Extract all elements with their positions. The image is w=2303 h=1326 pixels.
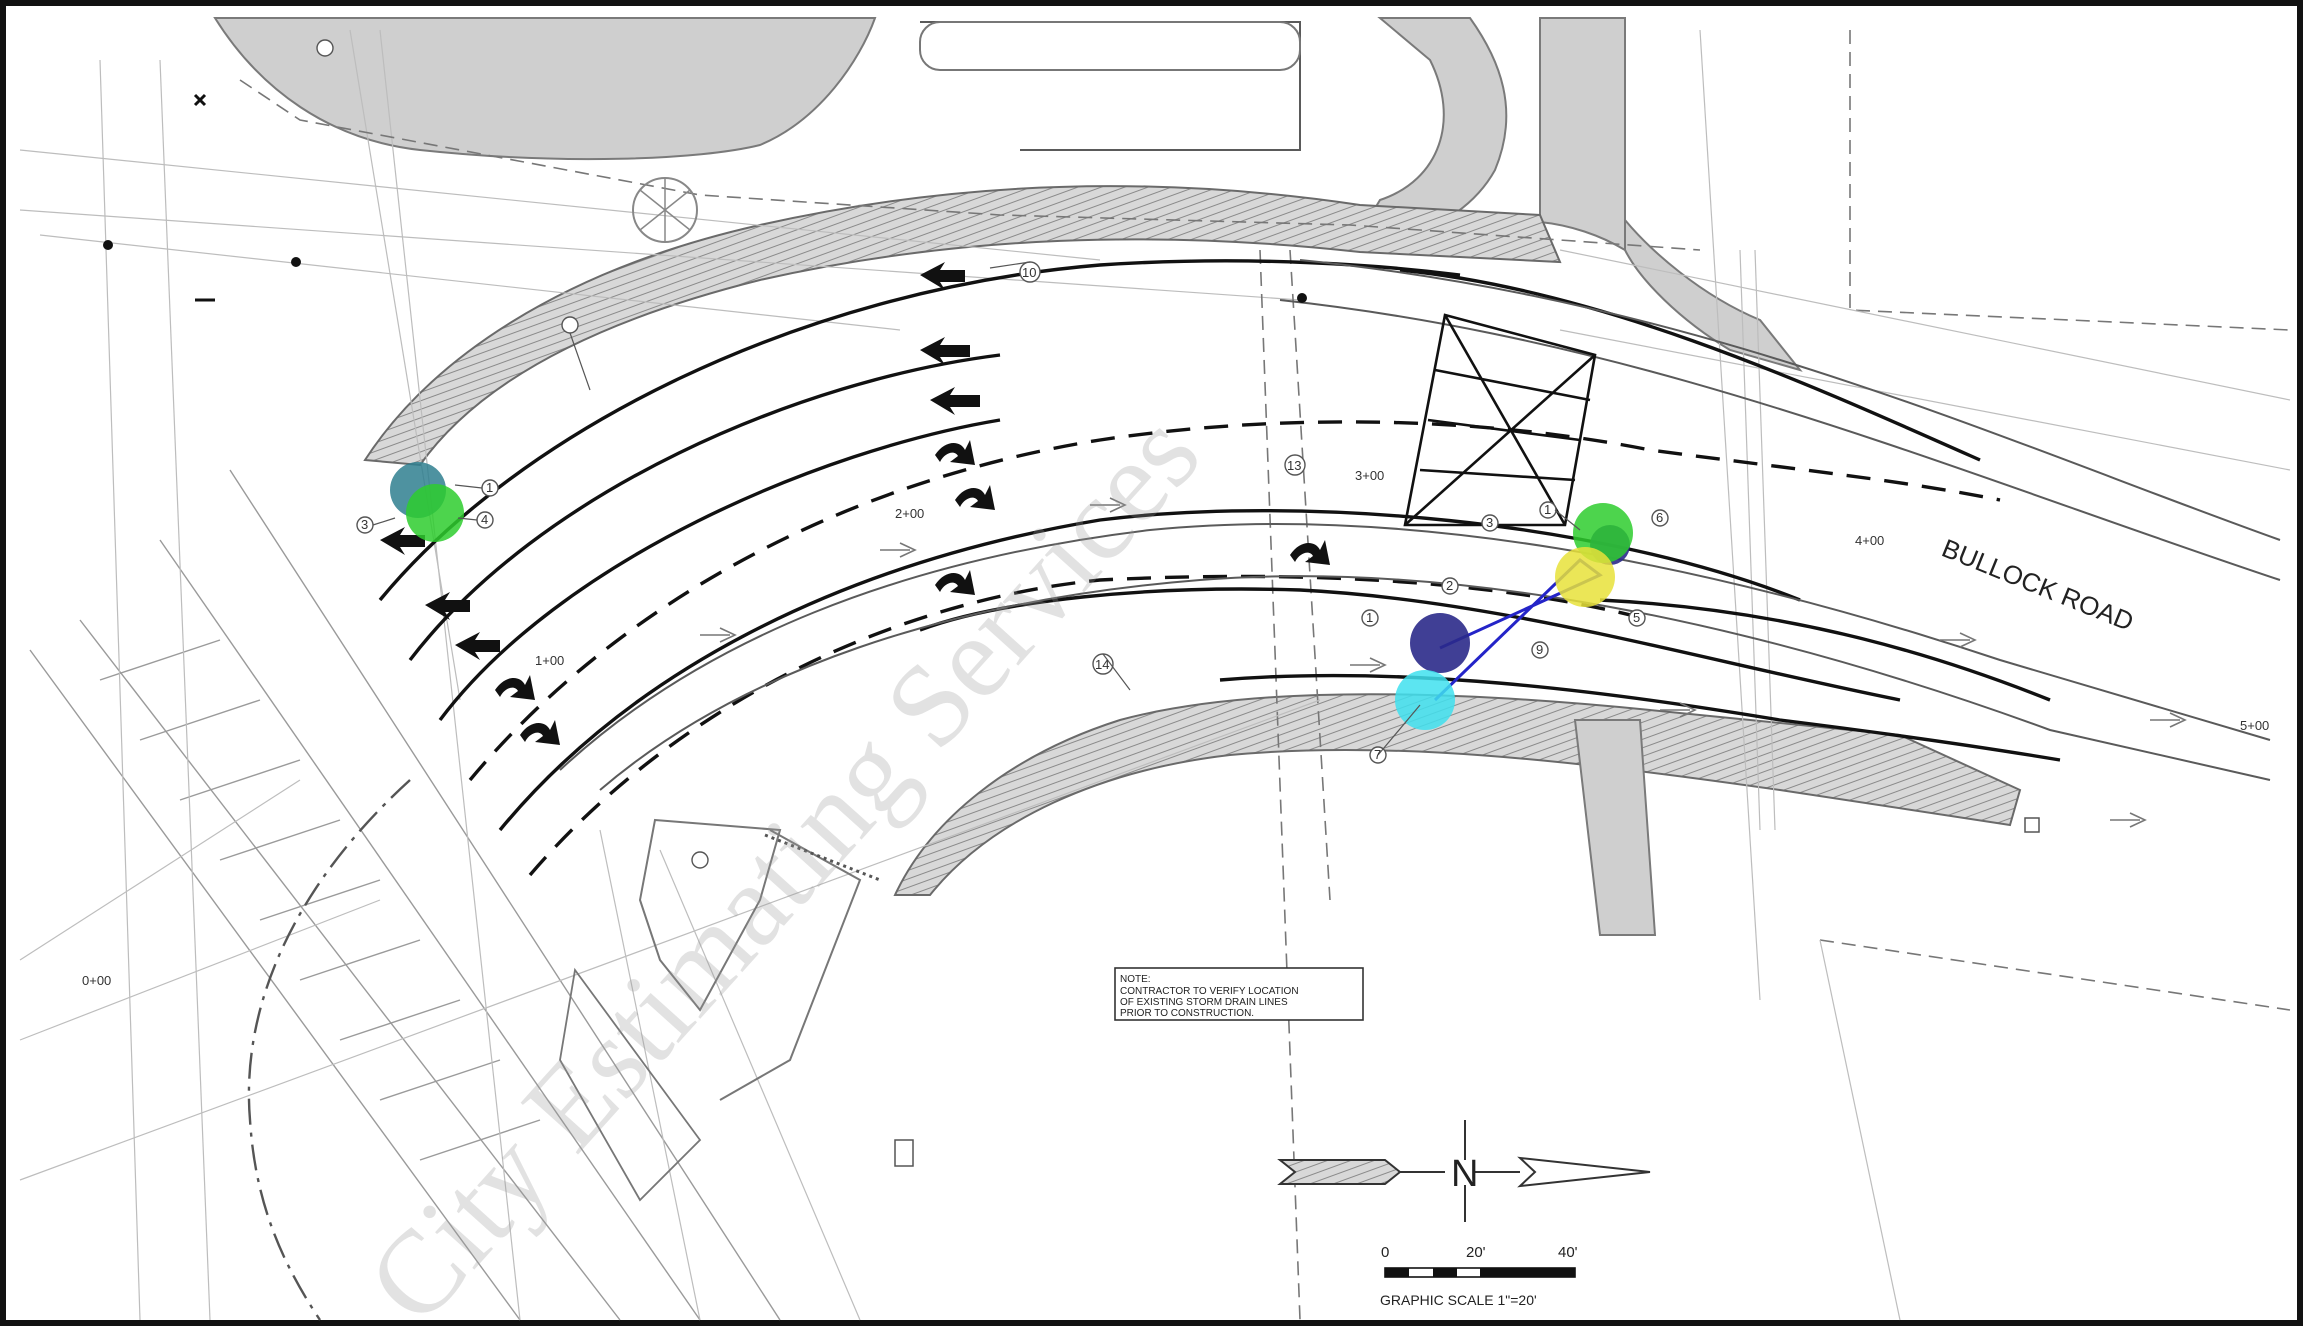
road-label: BULLOCK ROAD [1938, 533, 2138, 637]
watermark: City Estimating Services [342, 388, 1224, 1326]
lane-lines [378, 259, 2281, 877]
callout-1: 1 [486, 480, 493, 495]
marker-green-west[interactable] [406, 484, 464, 542]
crosswalk-west [29, 469, 781, 1321]
note-line-1: CONTRACTOR TO VERIFY LOCATION [1120, 986, 1299, 997]
callout-3: 3 [361, 517, 368, 532]
station-labels: 2+00 3+00 4+00 5+00 0+00 1+00 [82, 468, 2269, 988]
note-line-2: OF EXISTING STORM DRAIN LINES [1120, 997, 1288, 1008]
callout-14: 14 [1095, 657, 1109, 672]
callout-leaders [372, 261, 1581, 756]
north-letter: N [1451, 1153, 1478, 1195]
scale-caption: GRAPHIC SCALE 1"=20' [1380, 1292, 1537, 1308]
structure-frame [1403, 313, 1597, 527]
scale-tick-0: 0 [1381, 1244, 1389, 1261]
north-arrow-icon: N [1277, 1120, 1651, 1222]
driveway-north [1539, 17, 1626, 252]
construction-note: NOTE: CONTRACTOR TO VERIFY LOCATION OF E… [1114, 967, 1364, 1021]
note-heading: NOTE: [1120, 974, 1151, 985]
marker-navy[interactable] [1410, 613, 1470, 673]
building-footprint [213, 17, 877, 161]
callout-9: 9 [1536, 642, 1543, 657]
callout-1c: 1 [1366, 610, 1373, 625]
callout-5: 5 [1633, 610, 1640, 625]
station-0plus00: 0+00 [82, 973, 111, 988]
parking-island [920, 21, 1301, 151]
walk-south [1573, 719, 1657, 936]
station-5plus00: 5+00 [2240, 718, 2269, 733]
callout-6: 6 [1656, 510, 1663, 525]
row-line-south [247, 779, 411, 1321]
callout-3b: 3 [1486, 515, 1493, 530]
callout-10: 10 [1022, 265, 1036, 280]
scale-tick-40: 40' [1558, 1244, 1578, 1261]
outline-arrows [700, 497, 2187, 828]
callout-4: 4 [481, 512, 488, 527]
note-line-3: PRIOR TO CONSTRUCTION. [1120, 1008, 1254, 1019]
island-right [1624, 217, 1803, 372]
callout-13: 13 [1287, 458, 1301, 473]
lane-arrow-icon [380, 262, 1330, 745]
south-curb-hatched [893, 693, 2022, 896]
north-curb-hatched [363, 185, 1562, 467]
scale-bar-icon: 0 20' 40' GRAPHIC SCALE 1"=20' [1380, 1244, 1578, 1308]
callout-1b: 1 [1544, 502, 1551, 517]
station-3plus00: 3+00 [1355, 468, 1384, 483]
marker-yellow[interactable] [1555, 547, 1615, 607]
station-4plus00: 4+00 [1855, 533, 1884, 548]
station-2plus00: 2+00 [895, 506, 924, 521]
callout-7: 7 [1374, 747, 1381, 762]
parking-curb [919, 21, 1301, 71]
marker-cyan[interactable] [1395, 670, 1455, 730]
site-details [103, 93, 2040, 1202]
scale-tick-20: 20' [1466, 1244, 1486, 1261]
survey-lines [19, 29, 2291, 1321]
row-line-north [239, 79, 1701, 251]
station-1plus00: 1+00 [535, 653, 564, 668]
callout-2: 2 [1446, 578, 1453, 593]
structure-markers [390, 462, 1633, 730]
callout-numbers: 1 4 3 1 6 3 2 1 9 5 7 10 13 14 [361, 265, 1663, 762]
